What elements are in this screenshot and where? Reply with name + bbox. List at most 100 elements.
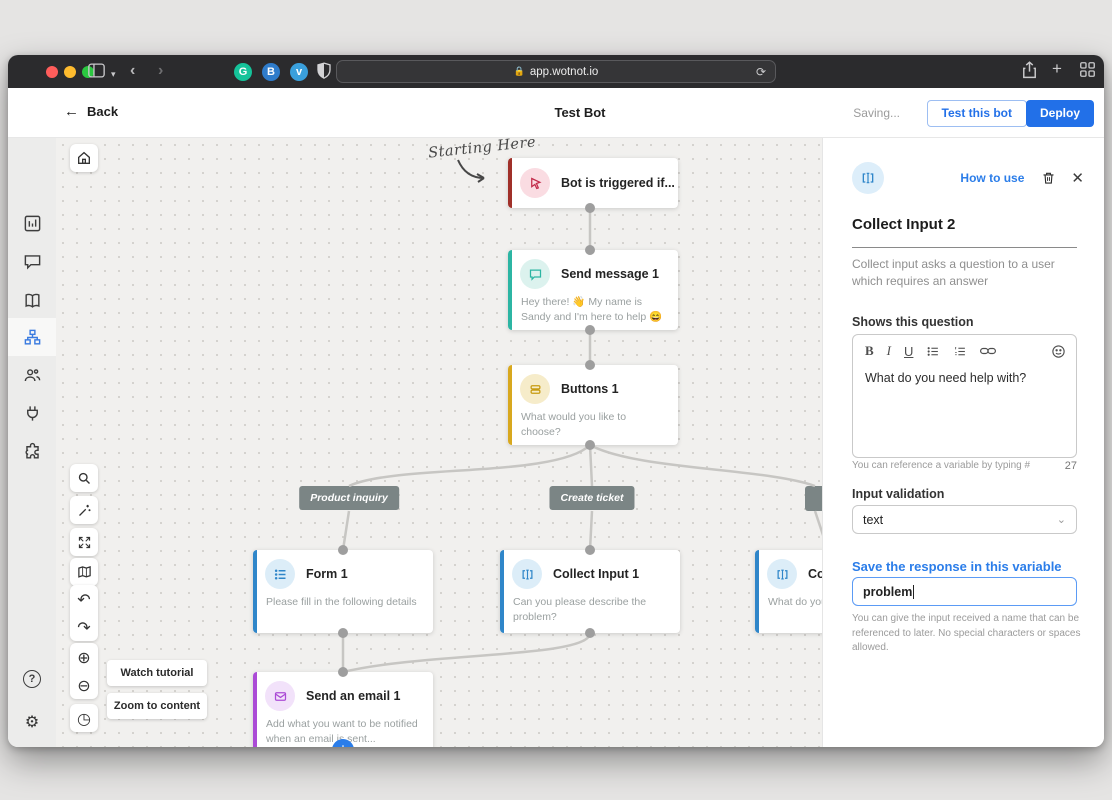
question-editor[interactable]: B I U What do you need help with? (852, 334, 1077, 458)
url-bar[interactable]: 🔒 app.wotnot.io ⟳ (336, 60, 776, 83)
variable-name-hint: You can give the input received a name t… (852, 613, 1081, 653)
sidebar-item-integrations[interactable] (8, 394, 56, 432)
zoom-out-icon: ⊖ (77, 675, 91, 695)
question-text[interactable]: What do you need help with? (865, 371, 1027, 385)
sidebar-item-analytics[interactable] (8, 204, 56, 242)
close-window-button[interactable] (46, 65, 58, 78)
bullet-list-icon (927, 346, 939, 356)
branch-label-product-inquiry[interactable]: Product inquiry (299, 486, 399, 510)
sidebar-item-knowledge-base[interactable] (8, 281, 56, 319)
home-button[interactable] (70, 144, 98, 172)
home-icon (78, 151, 90, 164)
emoji-icon (1052, 344, 1065, 358)
question-label: Shows this question (852, 315, 974, 329)
minimize-window-button[interactable] (64, 65, 76, 78)
fullscreen-tool-button[interactable] (70, 528, 98, 556)
sidebar-item-bot-builder[interactable] (8, 318, 56, 356)
collect-input-panel-icon (852, 162, 884, 194)
extension-pocket-icon[interactable]: v (290, 62, 308, 81)
deploy-button[interactable]: Deploy (1025, 100, 1094, 127)
sidebar-item-conversations[interactable] (8, 242, 56, 280)
close-panel-button[interactable]: ✕ (1071, 170, 1084, 187)
zoom-to-content-button[interactable]: Zoom to content (107, 693, 207, 719)
clock-icon: ◷ (77, 708, 91, 728)
new-tab-icon[interactable]: + (1052, 59, 1062, 78)
branch-label-create-ticket[interactable]: Create ticket (549, 486, 635, 510)
flow-canvas[interactable]: Starting Here Bot is triggered if... Sen (56, 138, 822, 747)
zoom-in-icon: ⊕ (77, 647, 91, 667)
node-form-1[interactable]: Form 1 Please fill in the following deta… (253, 550, 433, 633)
undo-button[interactable]: ↶ (70, 585, 98, 613)
bold-button[interactable]: B (865, 343, 874, 358)
history-tool-button[interactable]: ◷ (70, 704, 98, 732)
watch-tutorial-button[interactable]: Watch tutorial (107, 660, 207, 686)
node-buttons-1[interactable]: Buttons 1 What would you like to choose? (508, 365, 678, 445)
node-trigger[interactable]: Bot is triggered if... (508, 158, 678, 208)
panel-description: Collect input asks a question to a user … (852, 257, 1055, 289)
extension-grammarly-icon[interactable]: G (234, 62, 252, 81)
variable-name-value: problem (863, 584, 913, 599)
extension-shield-icon[interactable] (316, 61, 332, 84)
node-subtitle: Hey there! 👋 My name is Sandy and I'm he… (521, 296, 663, 323)
variable-hint-row: You can reference a variable by typing #… (852, 460, 1077, 472)
italic-button[interactable]: I (886, 343, 892, 358)
users-icon (24, 368, 40, 381)
node-subtitle: Can you please describe the problem? (513, 596, 647, 623)
collect-input-icon (767, 559, 797, 589)
reload-icon[interactable]: ⟳ (755, 64, 766, 79)
sidebar-toggle-icon[interactable] (88, 63, 105, 82)
annotation-arrow (457, 159, 485, 183)
magic-wand-tool-button[interactable] (70, 496, 98, 524)
add-node-button[interactable]: + (332, 739, 354, 747)
share-icon[interactable] (1022, 61, 1037, 83)
message-icon (520, 259, 550, 289)
zoom-in-button[interactable]: ⊕ (70, 643, 98, 671)
numbered-list-icon (955, 346, 966, 355)
chevron-down-icon: ⌄ (1056, 514, 1066, 526)
node-title: Bot is triggered if... (561, 176, 675, 190)
back-nav-icon[interactable]: ‹ (130, 62, 136, 79)
node-send-message-1[interactable]: Send message 1 Hey there! 👋 My name is S… (508, 250, 678, 330)
minimap-tool-button[interactable] (70, 558, 98, 586)
undo-redo-group: ↶ ↷ (70, 585, 98, 641)
node-subtitle: What do you need help with? (768, 596, 822, 608)
underline-button[interactable]: U (904, 343, 914, 359)
redo-button[interactable]: ↷ (70, 613, 98, 641)
node-collect-input-1[interactable]: Collect Input 1 Can you please describe … (500, 550, 680, 633)
plug-icon (26, 405, 38, 421)
extension-bitwarden-icon[interactable]: B (262, 62, 280, 81)
forward-nav-icon[interactable]: › (158, 62, 164, 79)
tab-overview-icon[interactable] (1080, 62, 1095, 81)
book-icon (24, 293, 40, 308)
test-this-bot-button[interactable]: Test this bot (926, 100, 1027, 127)
link-button[interactable] (980, 345, 997, 357)
node-subtitle: Please fill in the following details (266, 596, 417, 608)
bullet-list-button[interactable] (926, 345, 940, 358)
node-subtitle: What would you like to choose? (521, 411, 627, 438)
zoom-window-button[interactable] (82, 65, 94, 78)
variable-hint: You can reference a variable by typing # (852, 460, 1031, 471)
how-to-use-link[interactable]: How to use (960, 171, 1025, 185)
emoji-button[interactable] (1051, 344, 1066, 359)
search-tool-button[interactable] (70, 464, 98, 492)
sidebar-item-settings[interactable]: ⚙ (8, 702, 56, 740)
editor-toolbar: B I U (853, 335, 1076, 363)
node-title: Send an email 1 (306, 689, 401, 703)
sidebar-item-addons[interactable] (8, 432, 56, 470)
node-collect-input-2[interactable]: Collect Input 2 What do you need help wi… (755, 550, 822, 633)
zoom-out-button[interactable]: ⊖ (70, 671, 98, 699)
numbered-list-button[interactable] (953, 345, 967, 358)
chevron-down-icon[interactable]: ▾ (111, 69, 116, 79)
variable-name-input[interactable]: problem (852, 577, 1077, 606)
branch-label-clipped[interactable] (805, 486, 822, 511)
sidebar-item-help[interactable]: ? (8, 660, 56, 698)
saving-status: Saving... (853, 106, 900, 120)
node-subtitle: Add what you want to be notified when an… (266, 718, 418, 745)
sidebar-item-profile[interactable] (8, 744, 56, 747)
sidebar-item-users[interactable] (8, 356, 56, 394)
node-send-email-1[interactable]: Send an email 1 Add what you want to be … (253, 672, 433, 747)
back-button[interactable]: ←Back (64, 103, 119, 120)
validation-select[interactable]: text ⌄ (852, 505, 1077, 534)
delete-node-button[interactable] (1041, 170, 1056, 186)
flow-icon (24, 329, 40, 345)
